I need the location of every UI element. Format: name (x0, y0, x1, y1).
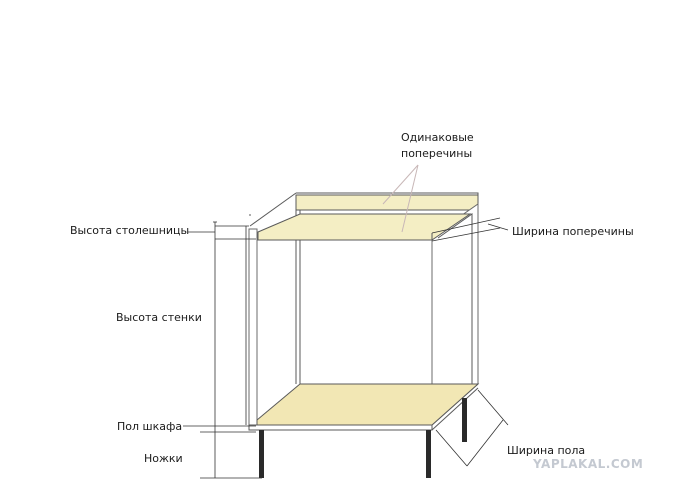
cabinet-floor-panel (256, 383, 480, 426)
countertop-height-leader (188, 225, 256, 240)
wall-height-label: Высота стенки (116, 311, 202, 324)
floor-width-label: Ширина пола (507, 444, 585, 457)
cabinet-floor-side (431, 387, 479, 431)
countertop-height-label: Высота столешницы (70, 224, 189, 237)
back-crossbar (295, 194, 479, 211)
leg-front-left (259, 430, 264, 478)
floor-width-dimension (435, 389, 509, 467)
front-crossbar (257, 213, 472, 241)
cabinet-floor-leader (183, 425, 256, 433)
crossbars-arrow-right (401, 164, 419, 233)
leg-front-right (426, 430, 431, 478)
legs-label: Ножки (144, 452, 183, 465)
crossbars-arrow-left (382, 164, 419, 205)
crossbar-width-label: Ширина поперечины (512, 225, 634, 238)
left-wall (248, 228, 258, 426)
site-watermark: YAPLAKAL.COM (532, 457, 643, 471)
top-left-link (249, 192, 297, 227)
crossbar-width-leader (431, 217, 509, 242)
cabinet-floor-front (248, 424, 433, 431)
crossbars-label-line2: поперечины (401, 147, 472, 160)
crossbars-label-line1: Одинаковые (401, 131, 474, 144)
cabinet-floor-label: Пол шкафа (117, 420, 182, 433)
leg-back-right (462, 398, 467, 442)
